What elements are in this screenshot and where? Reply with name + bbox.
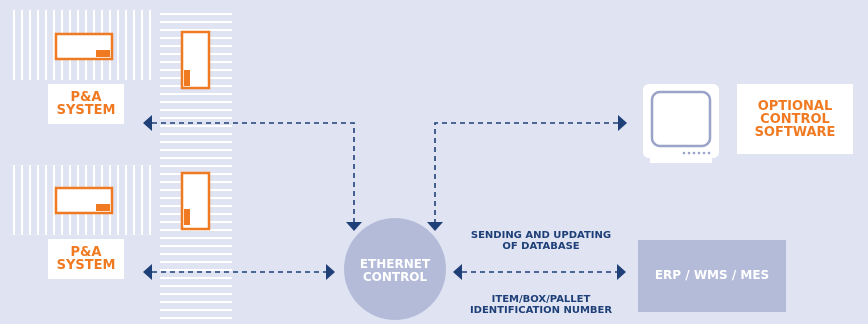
storage-rack	[160, 13, 232, 319]
arrow-head-down-ethernet-left	[346, 222, 362, 231]
connector-system1-to-ethernet	[152, 122, 355, 222]
optional-software-label: OPTIONAL CONTROL SOFTWARE	[737, 84, 853, 154]
rack-display-top-indicator	[184, 70, 190, 86]
ethernet-control-node	[344, 218, 446, 320]
optional-software-line3: SOFTWARE	[754, 124, 836, 140]
pa-system-label-2: P&A SYSTEM	[48, 239, 124, 279]
connector-monitor-to-ethernet	[434, 122, 618, 222]
rack-display-top	[180, 30, 211, 90]
pa-system-label-1: P&A SYSTEM	[48, 84, 124, 124]
link-top-line1: SENDING AND UPDATING	[470, 230, 612, 241]
pa-system-2-line1: P&A	[70, 245, 102, 260]
ethernet-control-line1: ETHERNET	[359, 257, 431, 271]
link-label-bottom: ITEM/BOX/PALLET IDENTIFICATION NUMBER	[452, 294, 630, 316]
ethernet-control-label: ETHERNET CONTROL	[344, 257, 446, 285]
ethernet-control-line2: CONTROL	[362, 270, 428, 285]
arrow-head-right-monitor	[618, 115, 627, 131]
arrow-head-left-system2	[143, 264, 152, 280]
pa-system-1-line1: P&A	[70, 90, 102, 105]
shelf-display-top-indicator	[96, 50, 110, 57]
link-top-line2: OF DATABASE	[502, 241, 580, 252]
rack-display-bottom-indicator	[184, 209, 190, 225]
link-label-top: SENDING AND UPDATING OF DATABASE	[452, 230, 630, 252]
pa-system-2-line2: SYSTEM	[56, 258, 116, 273]
erp-label-text: ERP / WMS / MES	[654, 268, 770, 282]
optional-software-line2: CONTROL	[760, 111, 830, 127]
arrow-head-left-ethernet	[453, 264, 462, 280]
connectors	[152, 122, 618, 273]
erp-label: ERP / WMS / MES	[638, 268, 786, 282]
optional-software-line1: OPTIONAL	[757, 98, 833, 114]
link-bottom-line1: ITEM/BOX/PALLET	[491, 294, 591, 305]
arrow-head-left-system1	[143, 115, 152, 131]
arrow-head-down-ethernet-right	[427, 222, 443, 231]
monitor-icon	[643, 84, 719, 163]
pa-system-1-line2: SYSTEM	[56, 103, 116, 118]
erp-node	[638, 240, 786, 312]
arrow-head-right-ethernet	[326, 264, 335, 280]
link-bottom-line2: IDENTIFICATION NUMBER	[469, 305, 613, 316]
shelf-display-bottom-indicator	[96, 204, 110, 211]
arrow-head-right-erp	[617, 264, 626, 280]
